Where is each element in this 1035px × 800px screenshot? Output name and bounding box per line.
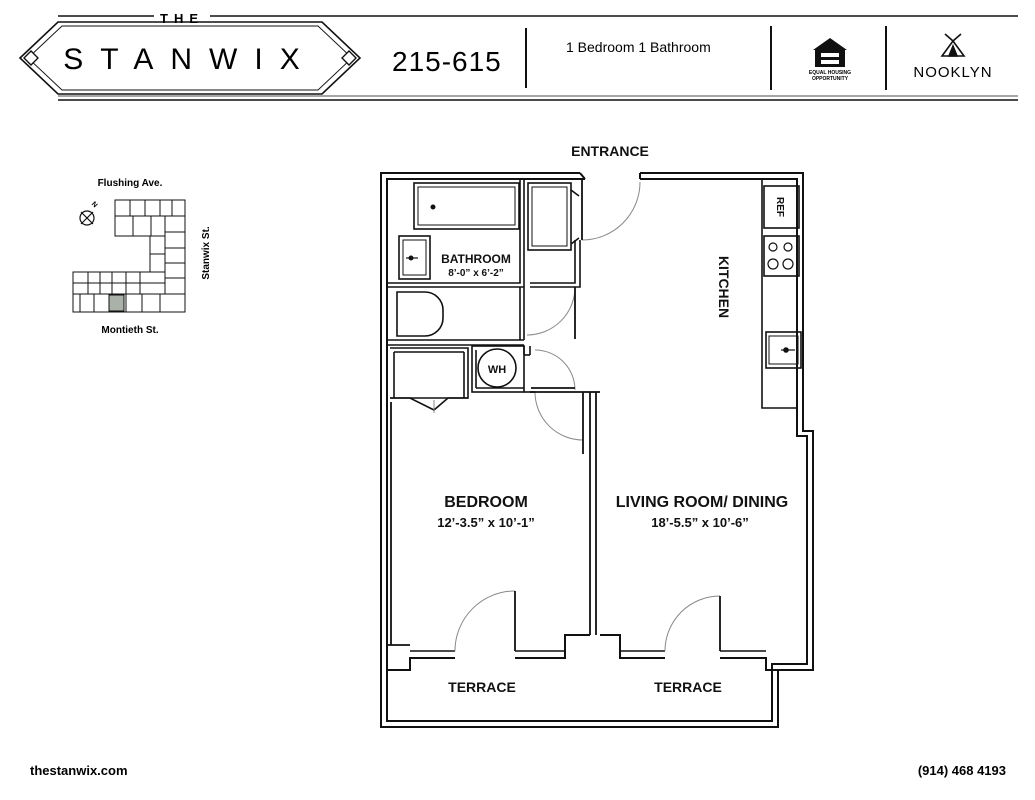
building-footprint (72, 199, 186, 313)
burner-icon (767, 258, 779, 270)
terrace-left-label: TERRACE (448, 679, 516, 695)
logo-diamond-left-icon (23, 50, 39, 66)
kitchen-counter (761, 179, 802, 409)
compass-label: N (90, 201, 99, 210)
terrace-wall-right-b (720, 657, 807, 671)
equal-housing-line1: EQUAL HOUSING (809, 70, 851, 76)
equal-housing-logo: EQUAL HOUSING OPPORTUNITY (809, 38, 851, 82)
nooklyn-logo: NOOKLYN (913, 33, 992, 81)
brand-the: THE (160, 11, 204, 26)
living-room-label: LIVING ROOM/ DINING (616, 494, 788, 511)
bathroom-sink (398, 235, 431, 280)
sink-basin (402, 239, 427, 276)
terrace-wall-right-a (600, 634, 665, 659)
unit-location-highlight (108, 294, 125, 312)
logo-diamond-right-icon (341, 50, 357, 66)
phone-number: (914) 468 4193 (918, 763, 1006, 778)
entrance-label: ENTRANCE (571, 143, 649, 159)
kitchen-label: KITCHEN (716, 256, 732, 318)
terrace-right-label: TERRACE (654, 679, 722, 695)
compass-icon: N (79, 201, 99, 226)
terrace-wall-center (515, 634, 590, 659)
living-room-dims: 18’-5.5” x 10’-6” (651, 515, 749, 530)
bathroom-walls (387, 179, 581, 346)
entry-closet (527, 182, 580, 251)
bedroom-dims: 12’-3.5” x 10’-1” (437, 515, 535, 530)
brand-name: STANWIX (63, 43, 316, 76)
bathroom-dims: 8’-0” x 6’-2” (448, 268, 504, 279)
toilet (396, 291, 444, 337)
utility-walls (471, 345, 535, 393)
bedroom-label: BEDROOM (444, 494, 528, 511)
terrace-wall-left (387, 657, 455, 671)
burner-icon (783, 242, 793, 252)
teepee-icon (940, 33, 966, 57)
unit-number: 215-615 (392, 46, 502, 77)
interior-divider (386, 391, 600, 646)
bathtub-inner (417, 186, 516, 226)
equal-housing-line2: OPPORTUNITY (812, 76, 849, 82)
bedroom-closet (390, 347, 469, 413)
burner-icon (782, 258, 794, 270)
floor-plan-labels: ENTRANCE BATHROOM 8’-0” x 6’-2” KITCHEN … (437, 143, 788, 695)
website-link[interactable]: thestanwix.com (30, 763, 128, 778)
stanwix-logo: THE STANWIX (18, 11, 362, 95)
bathroom-label: BATHROOM (441, 252, 511, 266)
street-east: Stanwix St. (201, 226, 212, 280)
door-leaves (514, 180, 721, 651)
water-heater-label: WH (488, 364, 506, 376)
unit-type: 1 Bedroom 1 Bathroom (566, 39, 711, 55)
water-heater (477, 348, 517, 388)
floor-plan (380, 172, 814, 728)
site-map: Flushing Ave. Montieth St. Stanwix St. N (72, 178, 212, 336)
bathtub (413, 182, 520, 230)
partner-name: NOOKLYN (913, 64, 992, 81)
refrigerator-label: REF (774, 197, 785, 217)
header: THE STANWIX 215-615 1 Bedroom 1 Bathroom… (18, 11, 1018, 101)
street-north: Flushing Ave. (98, 178, 163, 189)
house-icon (813, 38, 847, 50)
door-swings (454, 181, 721, 652)
street-south: Montieth St. (101, 325, 158, 336)
burner-icon (768, 242, 778, 252)
tub-drain-icon (430, 204, 436, 210)
